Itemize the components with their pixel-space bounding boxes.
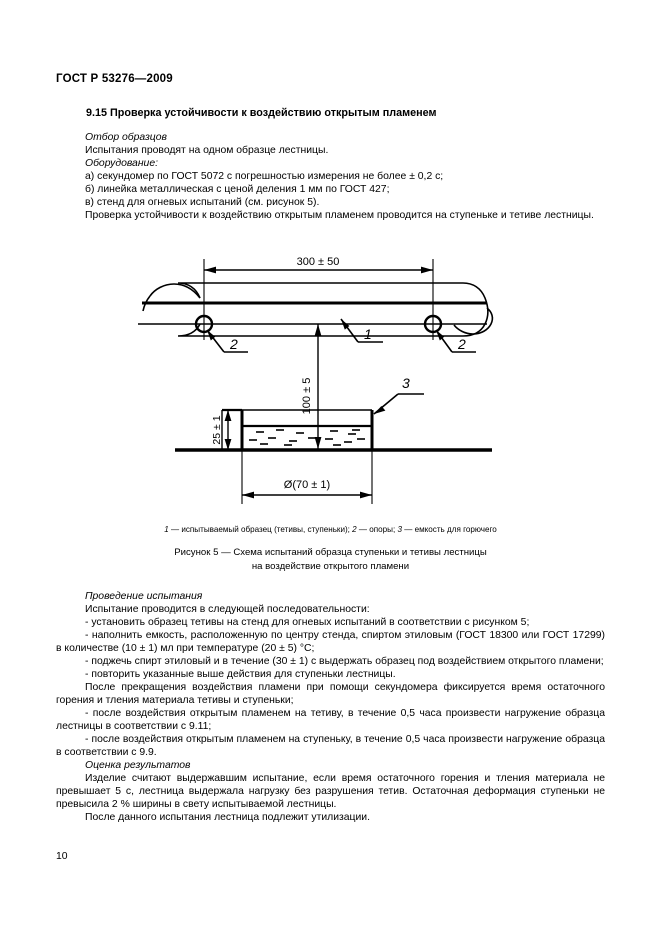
section-heading: 9.15 Проверка устойчивости к воздействию…	[86, 107, 437, 119]
section-closing-text: Проверка устойчивости к воздействию откр…	[85, 210, 594, 221]
callout-2-right-label: 2	[457, 336, 466, 352]
legend-text-2: — опоры;	[356, 525, 398, 534]
figure-5-test-scheme: 300 ± 50	[0, 248, 661, 518]
callout-2-right: 2	[435, 329, 476, 353]
callout-1-specimen: 1	[340, 318, 383, 343]
after-flame-text: После прекращения воздействия пламени пр…	[56, 682, 605, 706]
fuel-container	[221, 408, 374, 450]
dimension-height-100: 100 ± 5	[301, 324, 322, 449]
legend-text-3: — емкость для горючего	[402, 525, 497, 534]
sampling-and-equipment-block: Отбор образцов Испытания проводят на одн…	[56, 131, 605, 222]
figure-5-drawing: 300 ± 50	[138, 256, 494, 504]
disposal-text: После данного испытания лестница подлежи…	[85, 812, 371, 823]
results-heading: Оценка результатов	[85, 760, 191, 771]
results-text: Изделие считают выдержавшим испытание, е…	[56, 773, 605, 810]
figure-legend: 1 — испытываемый образец (тетивы, ступен…	[0, 524, 661, 535]
dimension-diameter-70: Ø(70 ± 1)	[241, 450, 373, 504]
callout-2-left-label: 2	[229, 336, 238, 352]
equipment-item: б) линейка металлическая с ценой деления…	[85, 184, 390, 195]
legend-num-3: 3	[397, 525, 402, 534]
procedure-and-results-block: Проведение испытания Испытание проводитс…	[56, 590, 605, 824]
figure-caption-line-1: Рисунок 5 — Схема испытаний образца ступ…	[174, 547, 487, 558]
dimension-depth-label: 25 ± 1	[211, 415, 223, 444]
procedure-step: - наполнить емкость, расположенную по це…	[56, 630, 605, 654]
sampling-heading: Отбор образцов	[85, 132, 167, 143]
dimension-depth-25: 25 ± 1	[211, 410, 232, 450]
procedure-heading: Проведение испытания	[85, 591, 203, 602]
figure-caption-line-2: на воздействие открытого пламени	[251, 560, 410, 572]
legend-num-2: 2	[352, 525, 357, 534]
procedure-step: - установить образец тетивы на стенд для…	[85, 617, 530, 628]
sampling-text: Испытания проводят на одном образце лест…	[85, 145, 329, 156]
equipment-heading: Оборудование:	[85, 158, 158, 169]
callout-1-label: 1	[364, 326, 372, 342]
equipment-item: а) секундомер по ГОСТ 5072 с погрешность…	[85, 171, 444, 182]
page-number: 10	[56, 851, 68, 862]
document-standard-header: ГОСТ Р 53276—2009	[56, 73, 173, 85]
callout-3-label: 3	[402, 375, 410, 391]
procedure-step: - после воздействия открытым пламенем на…	[56, 734, 605, 758]
figure-caption: Рисунок 5 — Схема испытаний образца ступ…	[0, 546, 661, 573]
procedure-step: - после воздействия открытым пламенем на…	[56, 708, 605, 732]
procedure-step: - поджечь спирт этиловый и в течение (30…	[85, 656, 604, 667]
fuel-liquid-dashes	[249, 429, 365, 446]
procedure-step: - повторить указанные выше действия для …	[85, 669, 396, 680]
dimension-width-300: 300 ± 50	[203, 256, 434, 340]
callout-3-container: 3	[373, 375, 424, 415]
equipment-item: в) стенд для огневых испытаний (см. рису…	[85, 197, 320, 208]
dimension-height-label: 100 ± 5	[301, 378, 313, 415]
callout-2-left: 2	[206, 329, 248, 353]
dimension-diameter-label: Ø(70 ± 1)	[284, 479, 330, 491]
legend-num-1: 1	[164, 525, 169, 534]
dimension-width-label: 300 ± 50	[297, 256, 340, 268]
support-left	[188, 310, 220, 340]
procedure-intro: Испытание проводится в следующей последо…	[85, 604, 370, 615]
legend-text-1: — испытываемый образец (тетивы, ступеньк…	[168, 525, 353, 534]
support-right	[417, 310, 449, 340]
